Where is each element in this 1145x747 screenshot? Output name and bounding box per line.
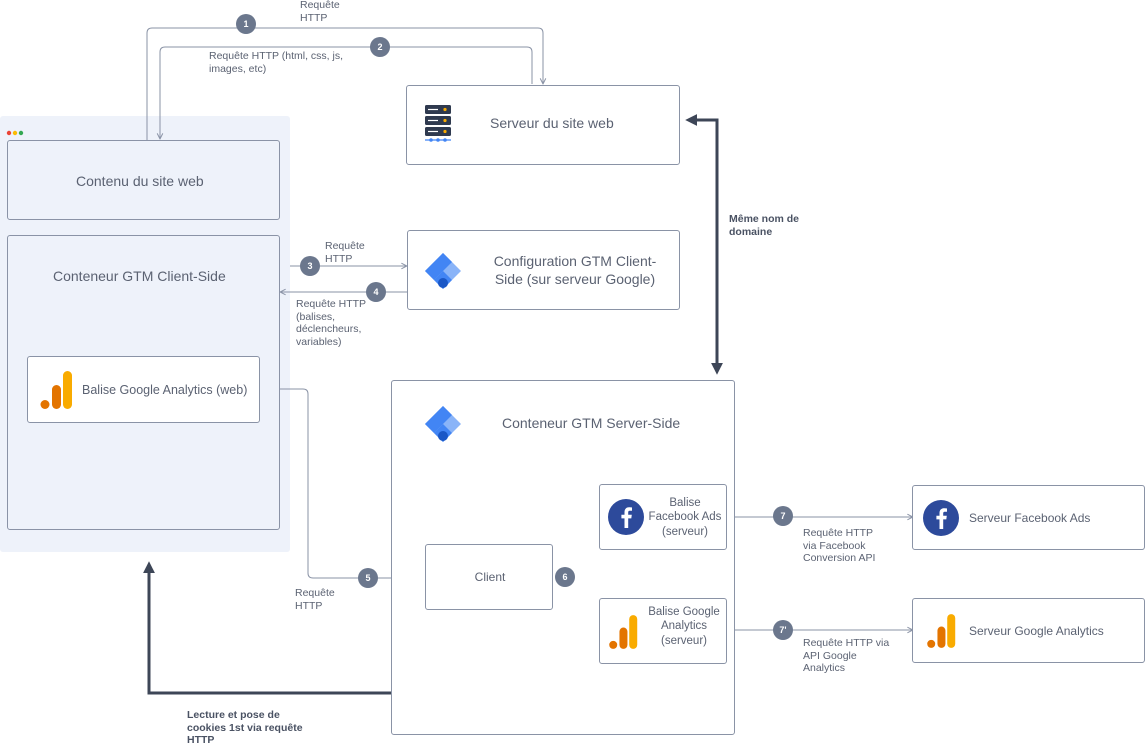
ga-web-tag-label: Balise Google Analytics (web) <box>82 383 248 397</box>
step-badge-2: 2 <box>370 37 390 57</box>
fb-tag-label: Balise Facebook Ads (serveur) <box>648 497 722 538</box>
edge-4-label: Requête HTTP (balises, déclencheurs, var… <box>296 298 366 348</box>
ga-server-tag-label: Balise Google Analytics (serveur) <box>648 606 720 647</box>
google-analytics-icon <box>927 614 956 648</box>
ga-web-tag-node: Balise Google Analytics (web) <box>27 356 260 423</box>
web-server-label: Serveur du site web <box>490 115 614 131</box>
gtm-config-node: Configuration GTM Client-Side (sur serve… <box>407 230 680 310</box>
google-analytics-icon <box>609 615 638 649</box>
same-domain-label: Même nom de domaine <box>729 213 800 238</box>
step-badge-7: 7 <box>773 506 793 526</box>
edge-5 <box>260 388 425 578</box>
gtm-server-container-node: Conteneur GTM Server-Side <box>391 380 735 735</box>
client-label: Client <box>474 570 506 584</box>
ga-server-tag-node: Balise Google Analytics (serveur) <box>599 598 727 664</box>
step-badge-1: 1 <box>236 14 256 34</box>
facebook-icon <box>923 500 959 536</box>
edge-7b-label: Requête HTTP via API Google Analytics <box>803 637 890 675</box>
cookies-arrow <box>147 570 403 699</box>
edge-2 <box>160 46 533 139</box>
edge-2-label: Requête HTTP (html, css, js, images, etc… <box>209 50 344 75</box>
step-badge-4: 4 <box>366 282 386 302</box>
google-analytics-icon <box>40 371 72 409</box>
gtm-icon <box>425 406 461 442</box>
ga-server-node: Serveur Google Analytics <box>912 598 1145 663</box>
edge-3-label: Requête HTTP <box>325 240 365 265</box>
edge-5-label: Requête HTTP <box>295 587 335 612</box>
edge-7-label: Requête HTTP via Facebook Conversion API <box>803 527 876 565</box>
fb-tag-node: Balise Facebook Ads (serveur) <box>599 484 727 550</box>
cookies-label: Lecture et pose de cookies 1st via requê… <box>187 709 303 747</box>
fb-server-node: Serveur Facebook Ads <box>912 485 1145 550</box>
edge-1-label: Requête HTTP <box>300 0 340 24</box>
gtm-config-label: Configuration GTM Client-Side (sur serve… <box>493 253 657 287</box>
gtm-server-container-label: Conteneur GTM Server-Side <box>502 415 681 431</box>
fb-server-label: Serveur Facebook Ads <box>969 511 1091 525</box>
browser-dots-icon <box>6 130 24 136</box>
step-badge-7b: 7' <box>773 620 793 640</box>
client-node: Client <box>425 544 553 610</box>
ga-server-label: Serveur Google Analytics <box>969 624 1104 638</box>
step-badge-3: 3 <box>300 256 320 276</box>
site-content-label: Contenu du site web <box>76 173 204 189</box>
step-badge-6: 6 <box>555 567 575 587</box>
same-domain-arrow <box>690 118 723 375</box>
site-content-node: Contenu du site web <box>7 140 280 220</box>
gtm-client-container-label: Conteneur GTM Client-Side <box>53 268 226 284</box>
server-rack-icon <box>425 105 451 142</box>
edge-1 <box>146 27 543 140</box>
web-server-node: Serveur du site web <box>406 85 680 165</box>
gtm-icon <box>425 253 461 289</box>
facebook-icon <box>608 499 644 535</box>
step-badge-5: 5 <box>358 568 378 588</box>
